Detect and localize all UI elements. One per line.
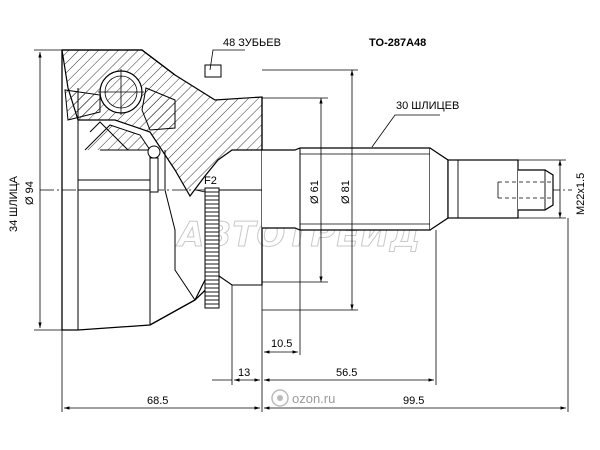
dim-68-5: 68.5 [147, 395, 168, 407]
part-number: TO-287A48 [369, 37, 426, 49]
dimensions [34, 49, 569, 412]
stub-shaft [262, 147, 554, 231]
outer-splines-label: 30 ШЛИЦЕВ [396, 100, 459, 112]
dim-13: 13 [238, 367, 250, 379]
dia-outer-label: Ø 94 [24, 181, 36, 205]
dia-61-label: Ø 61 [309, 180, 321, 204]
watermark-site: ozon.ru [292, 391, 335, 406]
outer-bell [61, 49, 263, 331]
watermark-site-logo [271, 389, 289, 407]
dia-81-label: Ø 81 [340, 180, 352, 204]
inner-splines-label: 34 ШЛИЦА [8, 175, 20, 232]
abs-ring [204, 64, 222, 309]
dim-99-5: 99.5 [403, 395, 424, 407]
thread-label: M22x1.5 [575, 173, 587, 215]
f2-label: F2 [204, 175, 217, 187]
dim-56-5: 56.5 [336, 367, 357, 379]
teeth-label: 48 ЗУБЬЕВ [223, 37, 281, 49]
dim-10-5: 10.5 [271, 338, 292, 350]
circlip [147, 145, 161, 159]
